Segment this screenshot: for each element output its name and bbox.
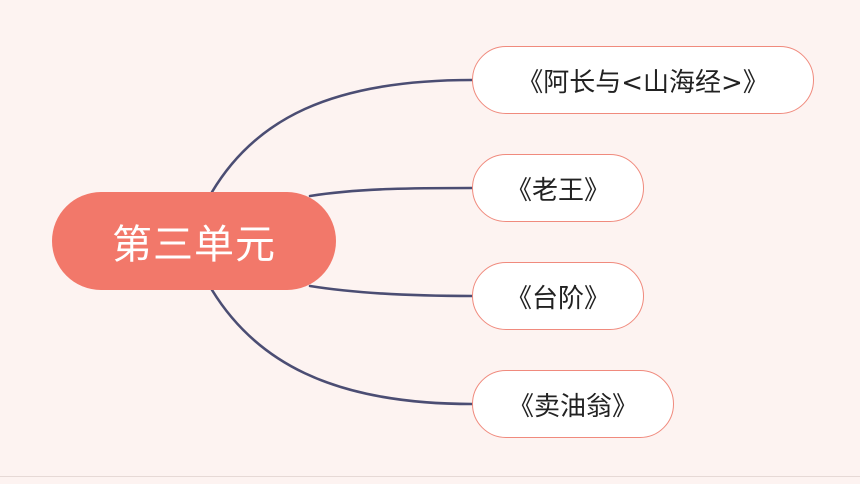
branch-node-label: 《老王》 xyxy=(505,175,610,206)
bottom-divider xyxy=(0,476,860,477)
branch-node-3[interactable]: 《台阶》 xyxy=(472,262,644,330)
branch-node-2[interactable]: 《老王》 xyxy=(472,154,644,222)
connector-line-2 xyxy=(308,186,474,198)
root-node[interactable]: 第三单元 xyxy=(52,192,336,290)
connector-line-1 xyxy=(210,78,474,194)
root-node-label: 第三单元 xyxy=(112,222,276,268)
branch-node-label: 《台阶》 xyxy=(505,283,610,314)
connector-line-4 xyxy=(210,288,474,406)
branch-node-label: 《阿长与<山海经>》 xyxy=(517,67,769,98)
branch-node-4[interactable]: 《卖油翁》 xyxy=(472,370,674,438)
connector-line-3 xyxy=(308,284,474,298)
branch-node-label: 《卖油翁》 xyxy=(507,391,638,422)
branch-node-1[interactable]: 《阿长与<山海经>》 xyxy=(472,46,814,114)
